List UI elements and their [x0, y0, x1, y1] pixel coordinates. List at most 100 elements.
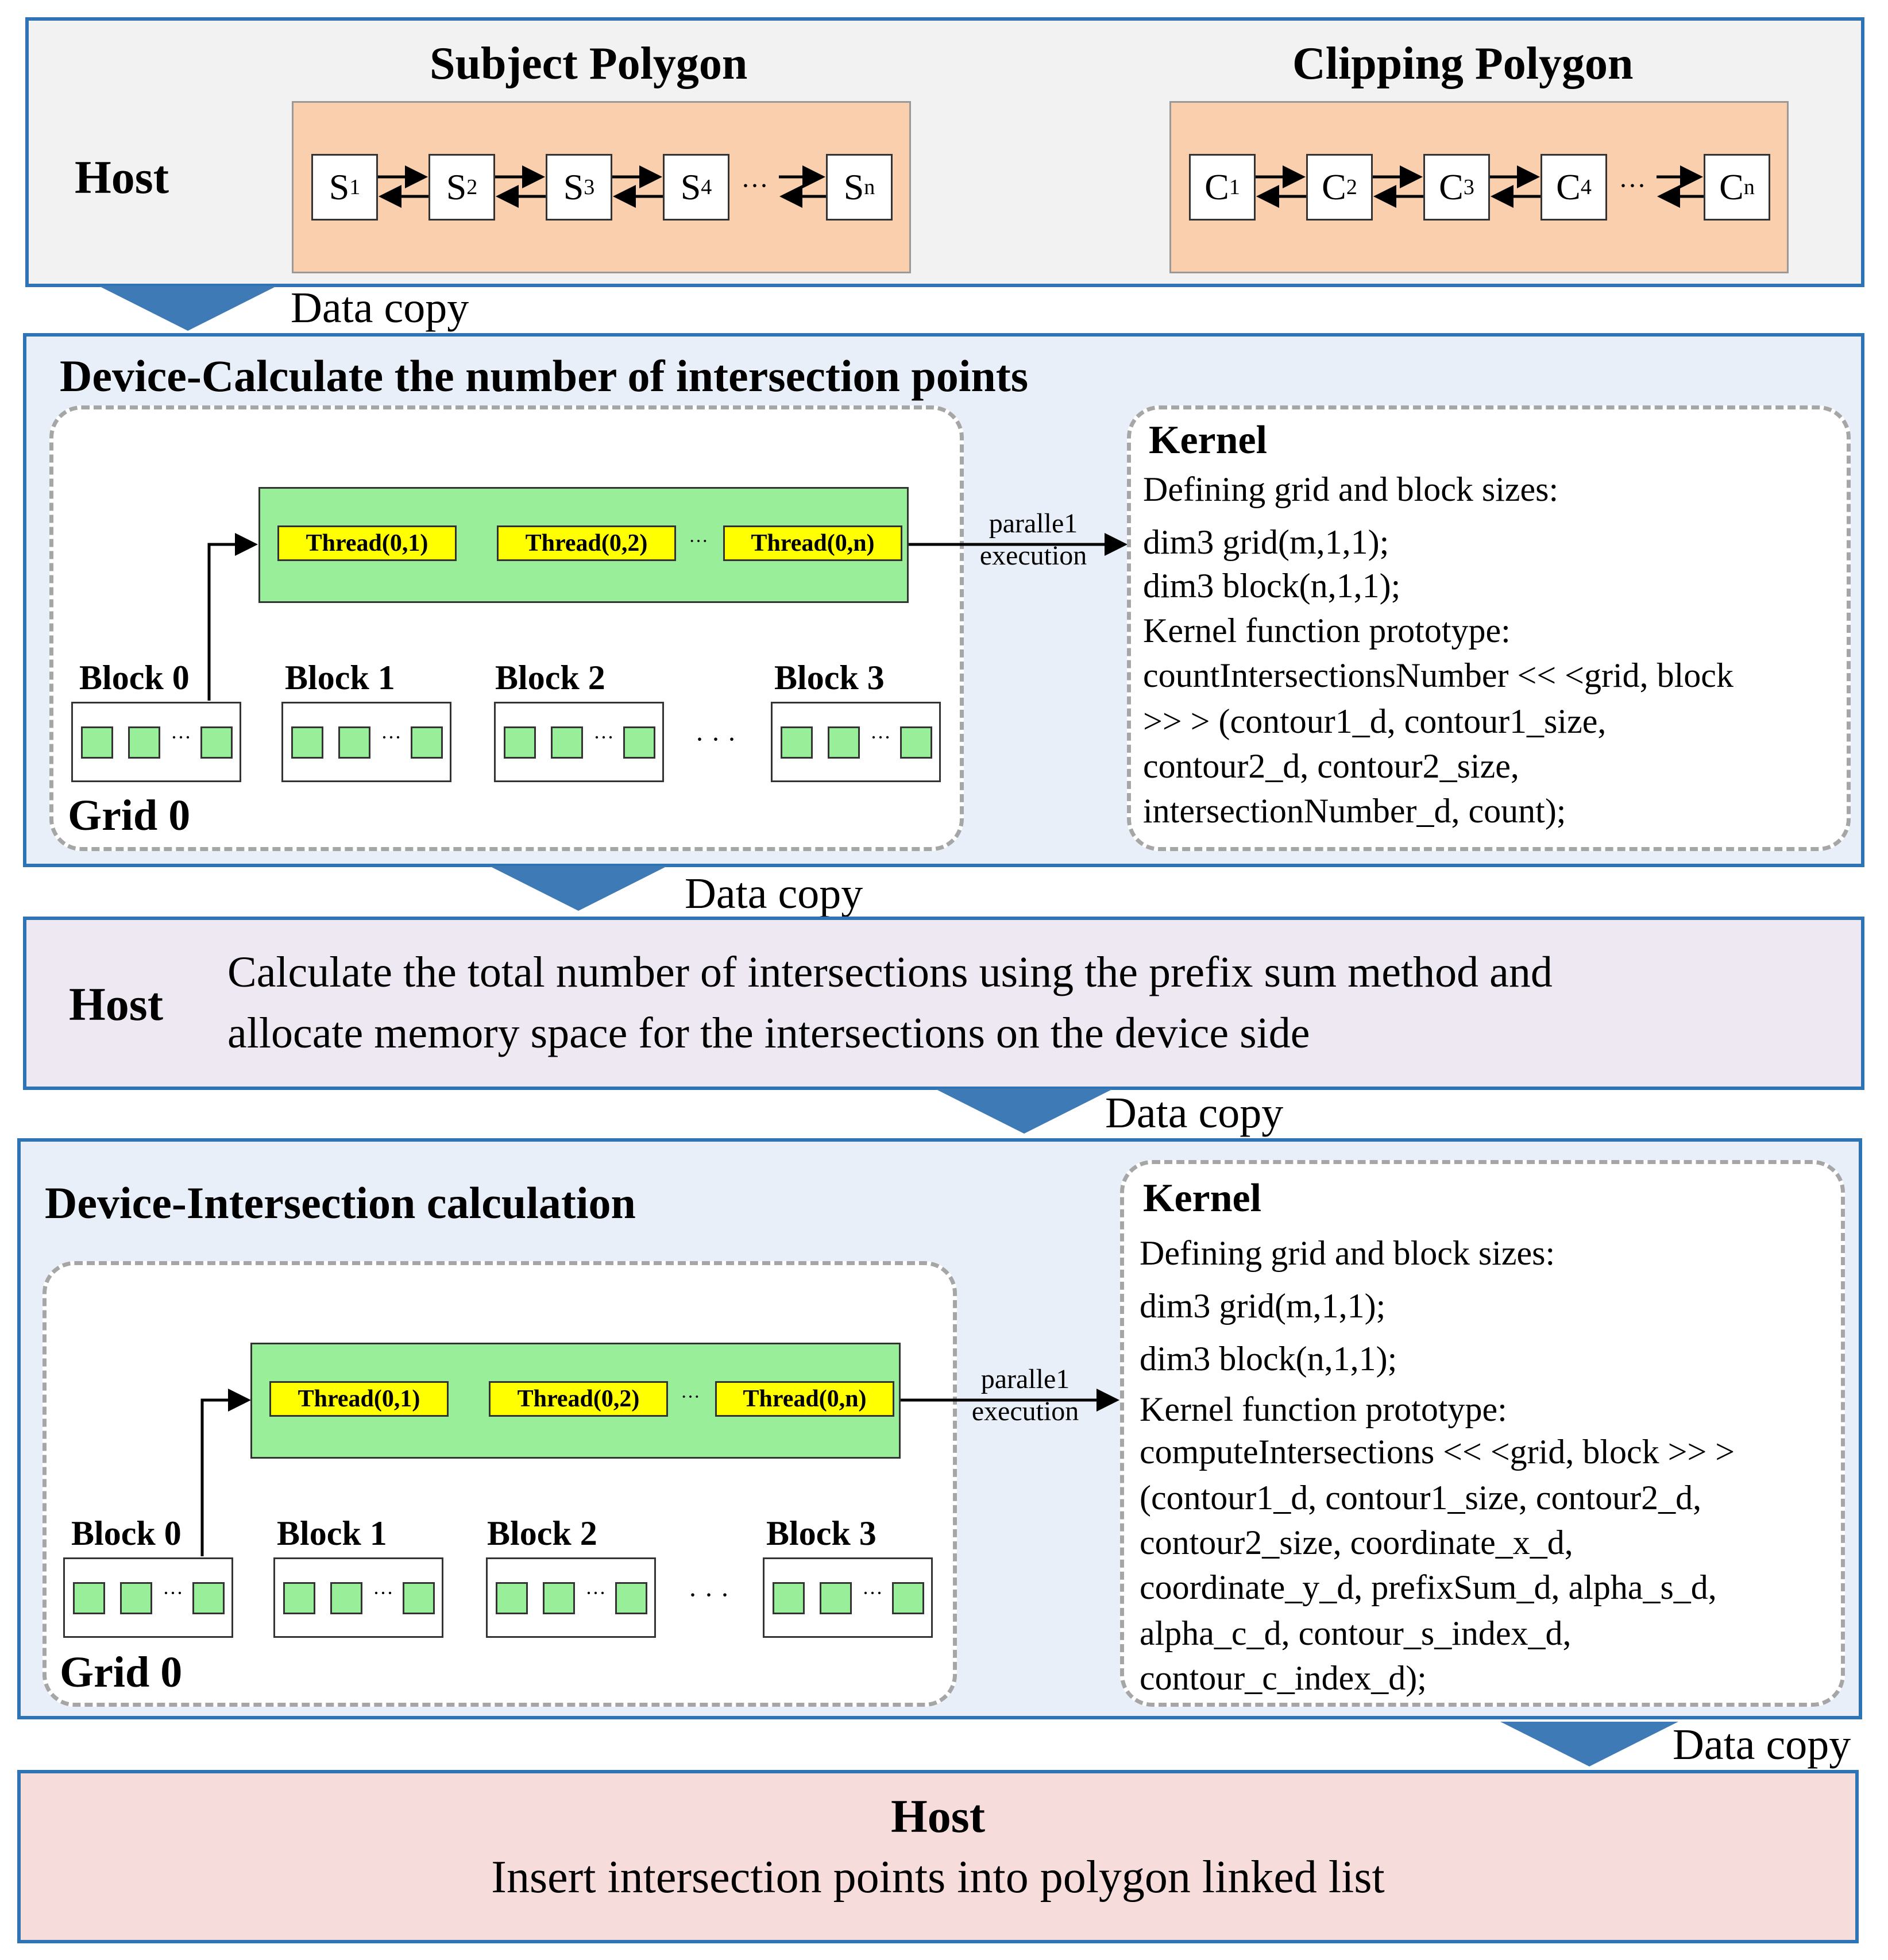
- host-middle-line-2: allocate memory space for the intersecti…: [227, 1009, 1310, 1057]
- grid-0-label: Grid 0: [60, 1648, 183, 1696]
- thread-cell: [128, 726, 160, 759]
- data-copy-label-3: Data copy: [1105, 1089, 1284, 1137]
- thread-cell: [120, 1582, 152, 1614]
- blocks-ellipsis-1: · · ·: [695, 724, 736, 755]
- thread-ellipsis-1: ···: [689, 531, 708, 552]
- host-bottom-text: Insert intersection points into polygon …: [491, 1852, 1385, 1903]
- clipping-polygon-title: Clipping Polygon: [1292, 38, 1634, 89]
- host-label-middle: Host: [69, 978, 163, 1030]
- kernel-title-2: Kernel: [1143, 1176, 1262, 1220]
- data-copy-arrow-4: [1500, 1722, 1678, 1766]
- thread-cell: [338, 726, 370, 759]
- parallel-word: paralle1: [980, 1364, 1070, 1394]
- host-panel-middle: [23, 917, 1864, 1090]
- thread-cell: [291, 726, 323, 759]
- thread-cell-ellipsis: ···: [163, 1582, 183, 1605]
- kernel1-line: >> > (contour1_d, contour1_size,: [1143, 702, 1607, 740]
- thread-cell-ellipsis: ···: [381, 726, 401, 749]
- thread-cell: [411, 726, 443, 759]
- thread-cell: [773, 1582, 805, 1614]
- kernel2-line: computeIntersections << <grid, block >> …: [1140, 1433, 1735, 1471]
- blocks-ellipsis-2: · · ·: [688, 1580, 729, 1610]
- thread-cell-ellipsis: ···: [593, 726, 614, 749]
- thread-cell-ellipsis: ···: [862, 1582, 883, 1605]
- thread-grid-1: Thread(0,1) Thread(0,2) ··· Thread(0,n): [258, 487, 909, 603]
- thread-cell-ellipsis: ···: [373, 1582, 393, 1605]
- block-0-label: Block 0: [71, 1514, 182, 1552]
- host-label-bottom: Host: [891, 1790, 985, 1842]
- clipping-ellipsis: ···: [1619, 171, 1646, 201]
- block-0-label: Block 0: [79, 659, 190, 697]
- thread-cell: [504, 726, 536, 759]
- kernel2-line: coordinate_y_d, prefixSum_d, alpha_s_d,: [1140, 1568, 1717, 1606]
- kernel1-line: dim3 grid(m,1,1);: [1143, 523, 1389, 561]
- kernel2-line: dim3 grid(m,1,1);: [1140, 1287, 1386, 1325]
- kernel1-line: contour2_d, contour2_size,: [1143, 747, 1519, 785]
- thread-ellipsis-2: ···: [681, 1386, 700, 1408]
- thread-cell: [781, 726, 813, 759]
- block-0: ···: [71, 702, 241, 782]
- host-middle-line-1: Calculate the total number of intersecti…: [227, 948, 1553, 996]
- data-copy-arrow-2: [489, 866, 667, 911]
- parallel-execution-label-1: paralle1 execution: [973, 508, 1094, 572]
- thread-cell: [200, 726, 233, 759]
- block-1-label: Block 1: [285, 659, 395, 697]
- thread-cell: [192, 1582, 225, 1614]
- kernel1-line: intersectionNumber_d, count);: [1143, 792, 1566, 830]
- block-3: ···: [771, 702, 941, 782]
- block-0: ···: [63, 1557, 233, 1638]
- kernel-box-1: [1127, 405, 1851, 851]
- thread-grid-2: Thread(0,1) Thread(0,2) ··· Thread(0,n): [250, 1343, 901, 1459]
- block-1-label: Block 1: [277, 1514, 387, 1552]
- thread-cell: [81, 726, 113, 759]
- thread-cell: [828, 726, 860, 759]
- thread-cell: [623, 726, 655, 759]
- thread-cell: [615, 1582, 647, 1614]
- block0-to-threads-arrow: [200, 1389, 251, 1556]
- thread-0-2: Thread(0,2): [497, 525, 676, 561]
- kernel2-line: alpha_c_d, contour_s_index_d,: [1140, 1614, 1572, 1652]
- host-middle-text: Calculate the total number of intersecti…: [227, 942, 1553, 1064]
- kernel2-line: dim3 block(n,1,1);: [1140, 1340, 1397, 1378]
- thread-0-n: Thread(0,n): [723, 525, 902, 561]
- device-count-title: Device-Calculate the number of intersect…: [60, 351, 1029, 401]
- block-1: ···: [273, 1557, 443, 1638]
- block-1: ···: [281, 702, 451, 782]
- host-panel-bottom: [17, 1770, 1859, 1943]
- thread-cell-ellipsis: ···: [870, 726, 891, 749]
- grid-0-label: Grid 0: [68, 791, 191, 840]
- block-2: ···: [486, 1557, 656, 1638]
- host-label-top: Host: [75, 151, 169, 203]
- thread-0-1: Thread(0,1): [277, 525, 457, 561]
- device-intersection-title: Device-Intersection calculation: [45, 1178, 636, 1228]
- thread-cell: [900, 726, 932, 759]
- block-2-label: Block 2: [495, 659, 605, 697]
- thread-0-n: Thread(0,n): [715, 1381, 894, 1417]
- thread-0-1: Thread(0,1): [269, 1381, 449, 1417]
- block-3-label: Block 3: [774, 659, 885, 697]
- data-copy-label-1: Data copy: [291, 284, 469, 332]
- block0-to-threads-arrow: [207, 533, 258, 701]
- kernel1-line: Kernel function prototype:: [1143, 612, 1511, 650]
- block-2-label: Block 2: [487, 1514, 597, 1552]
- kernel2-line: contour_c_index_d);: [1140, 1659, 1427, 1697]
- thread-cell: [330, 1582, 362, 1614]
- data-copy-label-4: Data copy: [1673, 1721, 1851, 1769]
- thread-cell: [73, 1582, 105, 1614]
- data-copy-arrow-1: [99, 286, 277, 331]
- block-3-label: Block 3: [766, 1514, 877, 1552]
- kernel2-line: contour2_size, coordinate_x_d,: [1140, 1524, 1573, 1561]
- device1-arrows: [207, 533, 1128, 701]
- subject-ellipsis: ···: [741, 171, 769, 201]
- thread-cell: [543, 1582, 575, 1614]
- thread-0-2: Thread(0,2): [489, 1381, 668, 1417]
- thread-cell: [496, 1582, 528, 1614]
- kernel2-line: Defining grid and block sizes:: [1140, 1234, 1555, 1272]
- kernel1-line: Defining grid and block sizes:: [1143, 470, 1559, 508]
